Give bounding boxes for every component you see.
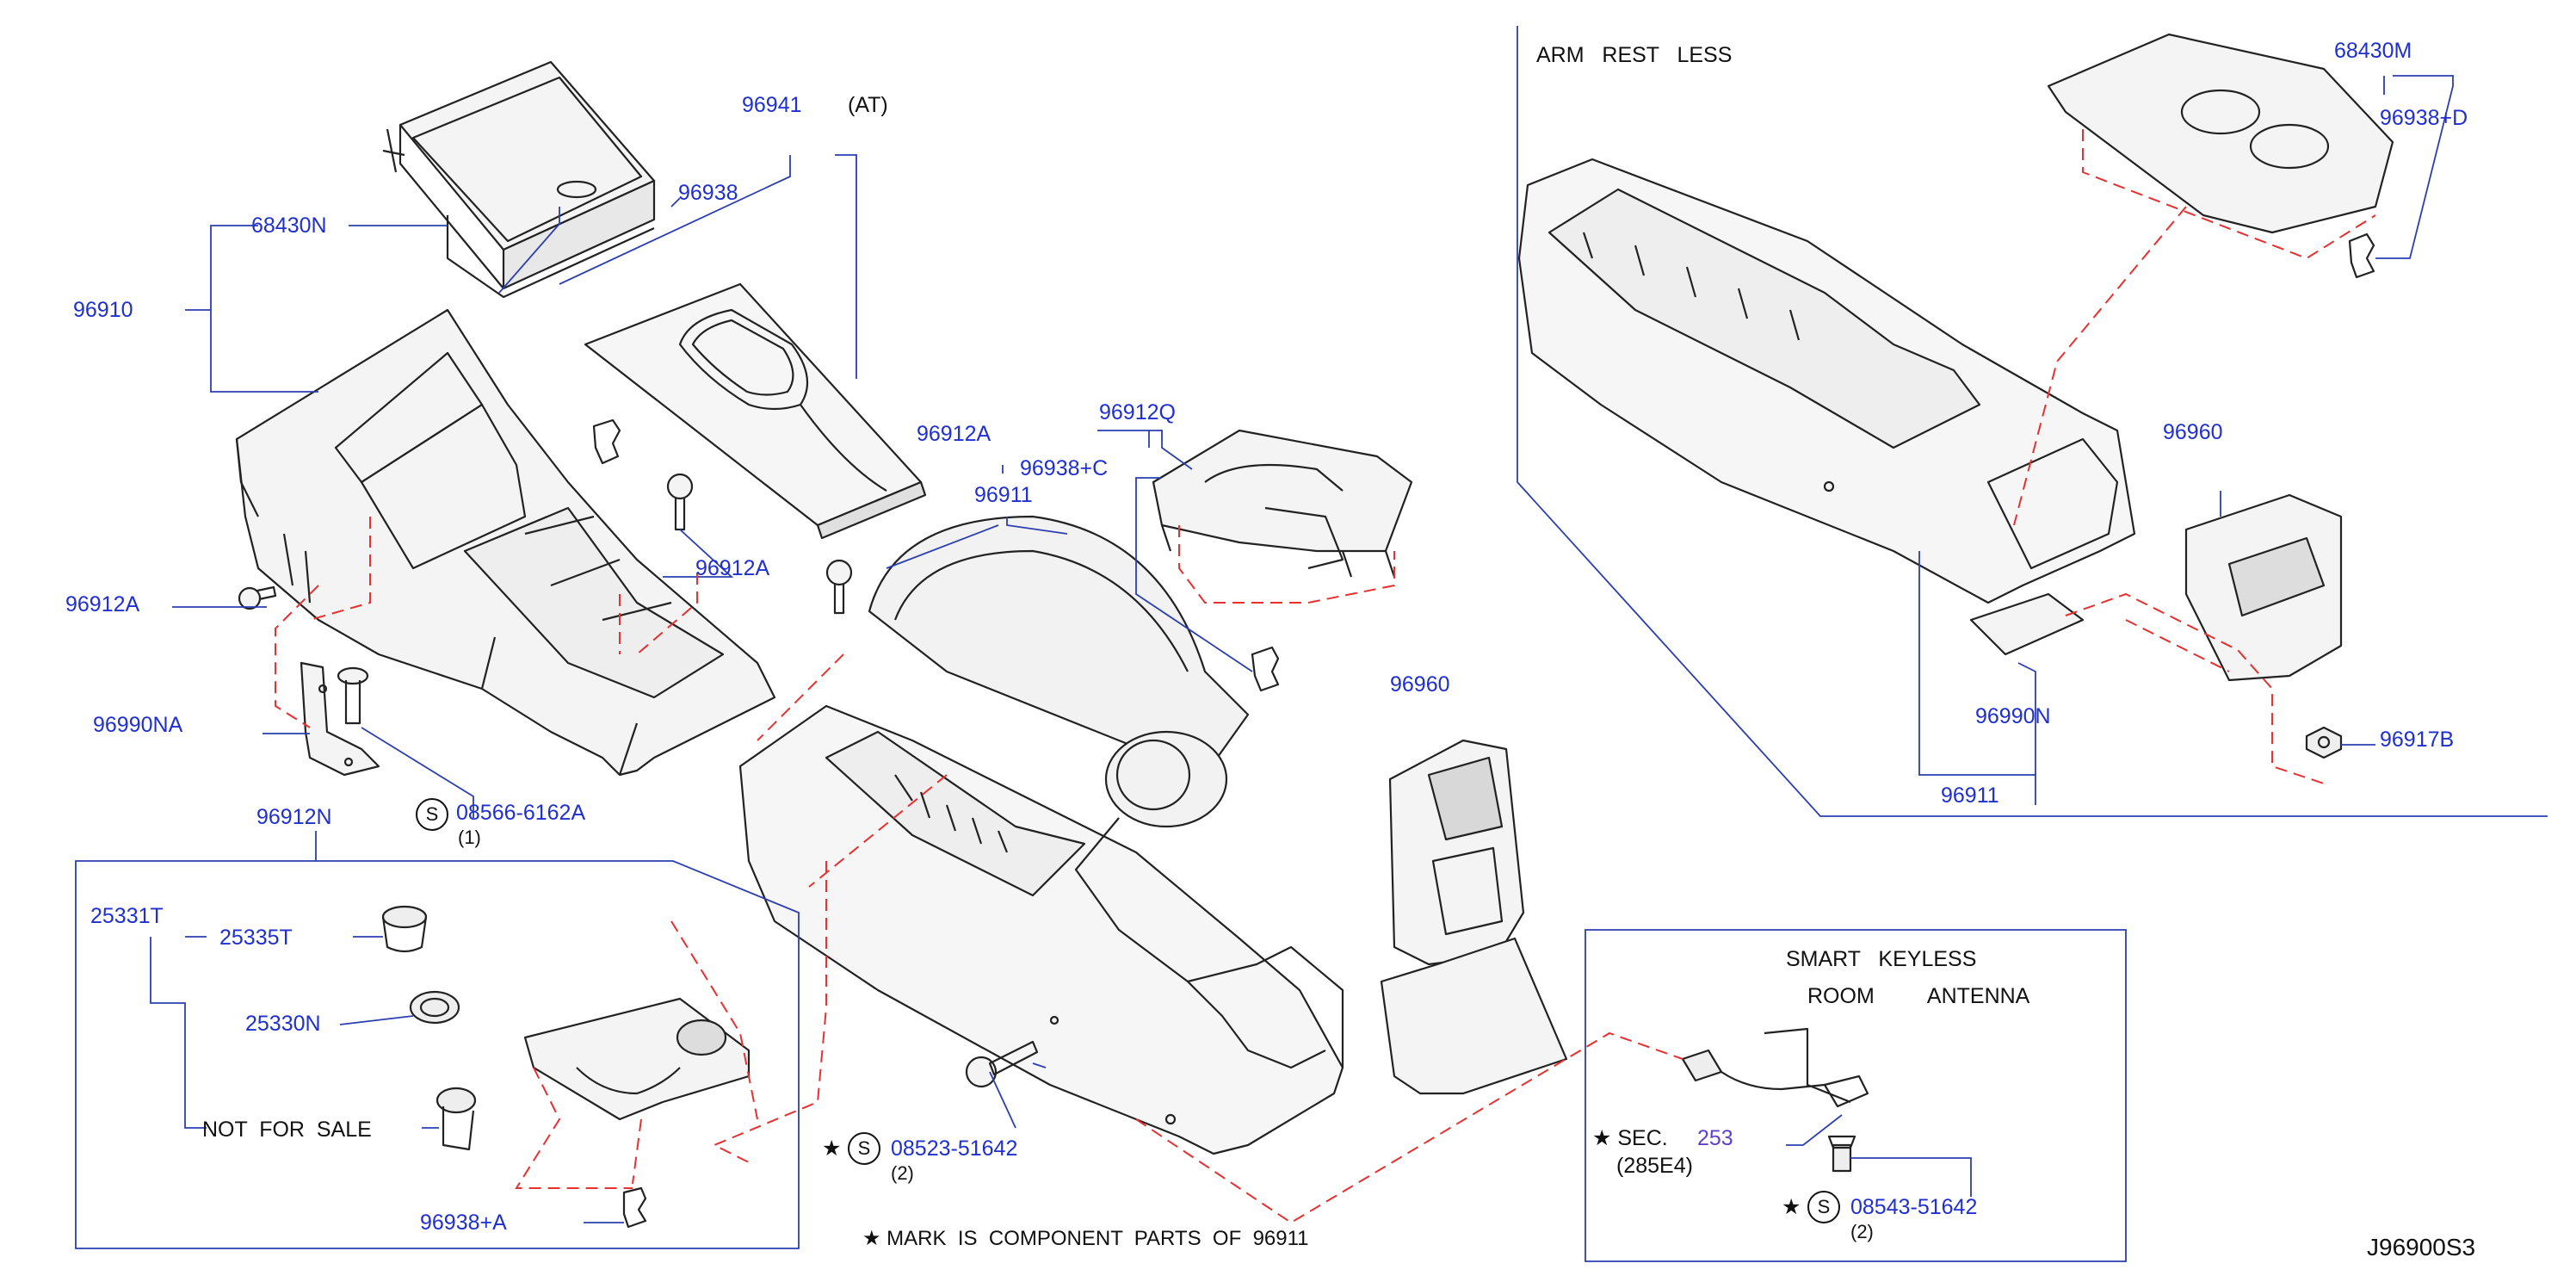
label-96911-right: 96911 [1941,783,1999,808]
label-96910: 96910 [73,298,133,322]
label-96990na: 96990NA [93,713,183,737]
front-console-96910 [235,308,776,777]
label-96912n: 96912N [256,805,332,829]
bolt-96912a-right [825,559,853,615]
diagram-code: J96900S3 [2367,1234,2476,1260]
label-96912a-right: 96912A [917,422,991,446]
label-96917b: 96917B [2380,728,2455,752]
label-room-antenna: ROOM ANTENNA [1807,984,2030,1008]
label-68430n: 68430N [251,214,327,238]
label-star-sec: ★ SEC. [1592,1126,1668,1150]
clip-96938c [1251,646,1280,692]
label-96912a-left: 96912A [65,592,140,616]
label-285e4: (285E4) [1616,1154,1693,1178]
label-68430m: 68430M [2334,39,2412,63]
star-3: ★ [1782,1195,1801,1219]
label-96941: 96941 [742,93,802,117]
qty-2: (2) [891,1162,914,1184]
rear-panel-96960-right [2184,493,2343,682]
bolt-08566 [337,666,369,725]
cup-insert-96912n [523,997,751,1121]
bolt-96912a-mid [666,473,694,531]
label-96938a: 96938+A [420,1211,507,1235]
console-armrest-less [1517,158,2136,656]
bolt-96912a-left [238,585,277,610]
label-08543: 08543-51642 [1850,1195,1978,1219]
rear-cover-96912q [1152,429,1413,578]
s-symbol-2: S [848,1132,880,1165]
qty-1: (1) [458,827,481,848]
s-symbol-1: S [416,798,448,831]
clip-96938-top [592,418,621,465]
lighter-25335t [381,905,428,953]
dashed-lines [275,129,2376,1224]
label-96912a-mid: 96912A [695,556,770,580]
socket-not-for-sale [436,1087,477,1151]
shifter-panel-96941 [584,282,927,540]
cupholder-68430m [2047,33,2394,234]
label-08523: 08523-51642 [891,1136,1018,1161]
label-25330n: 25330N [245,1012,321,1036]
keyless-antenna [1681,1027,1869,1173]
label-smart-keyless: SMART KEYLESS [1786,947,1977,971]
label-08566: 08566-6162A [456,801,586,825]
clip-96938a [622,1186,647,1229]
label-96938-top: 96938 [678,181,738,205]
star-1: ★ [822,1136,842,1161]
label-25335t: 25335T [219,926,293,950]
rear-panel-96960-mid [1380,739,1568,1095]
clip-96938d [2348,232,2375,279]
main-console-96911 [738,515,1344,1155]
label-96911: 96911 [974,483,1033,507]
label-25331t: 25331T [90,904,164,928]
nut-96917b [2305,726,2343,759]
label-at: (AT) [848,93,888,117]
label-96938c: 96938+C [1020,456,1109,480]
cup-holder-box-68430n [382,60,656,299]
s-symbol-3: S [1807,1191,1840,1223]
label-sec-253: 253 [1697,1126,1733,1150]
label-96938d: 96938+D [2380,106,2468,130]
leader-lines [75,26,2548,1262]
bolt-08523 [965,1040,1039,1088]
label-not-for-sale: NOT FOR SALE [202,1118,372,1142]
label-96912q: 96912Q [1099,400,1176,424]
mark-note: ★ MARK IS COMPONENT PARTS OF 96911 [862,1227,1309,1250]
label-arm-rest-less: ARM REST LESS [1536,43,1733,67]
label-96960-right: 96960 [2163,420,2223,444]
label-96990n: 96990N [1975,704,2051,728]
qty-3: (2) [1850,1221,1874,1242]
label-96960-mid: 96960 [1390,672,1450,697]
bracket-96990na [300,661,380,777]
socket-25330n [409,990,460,1025]
